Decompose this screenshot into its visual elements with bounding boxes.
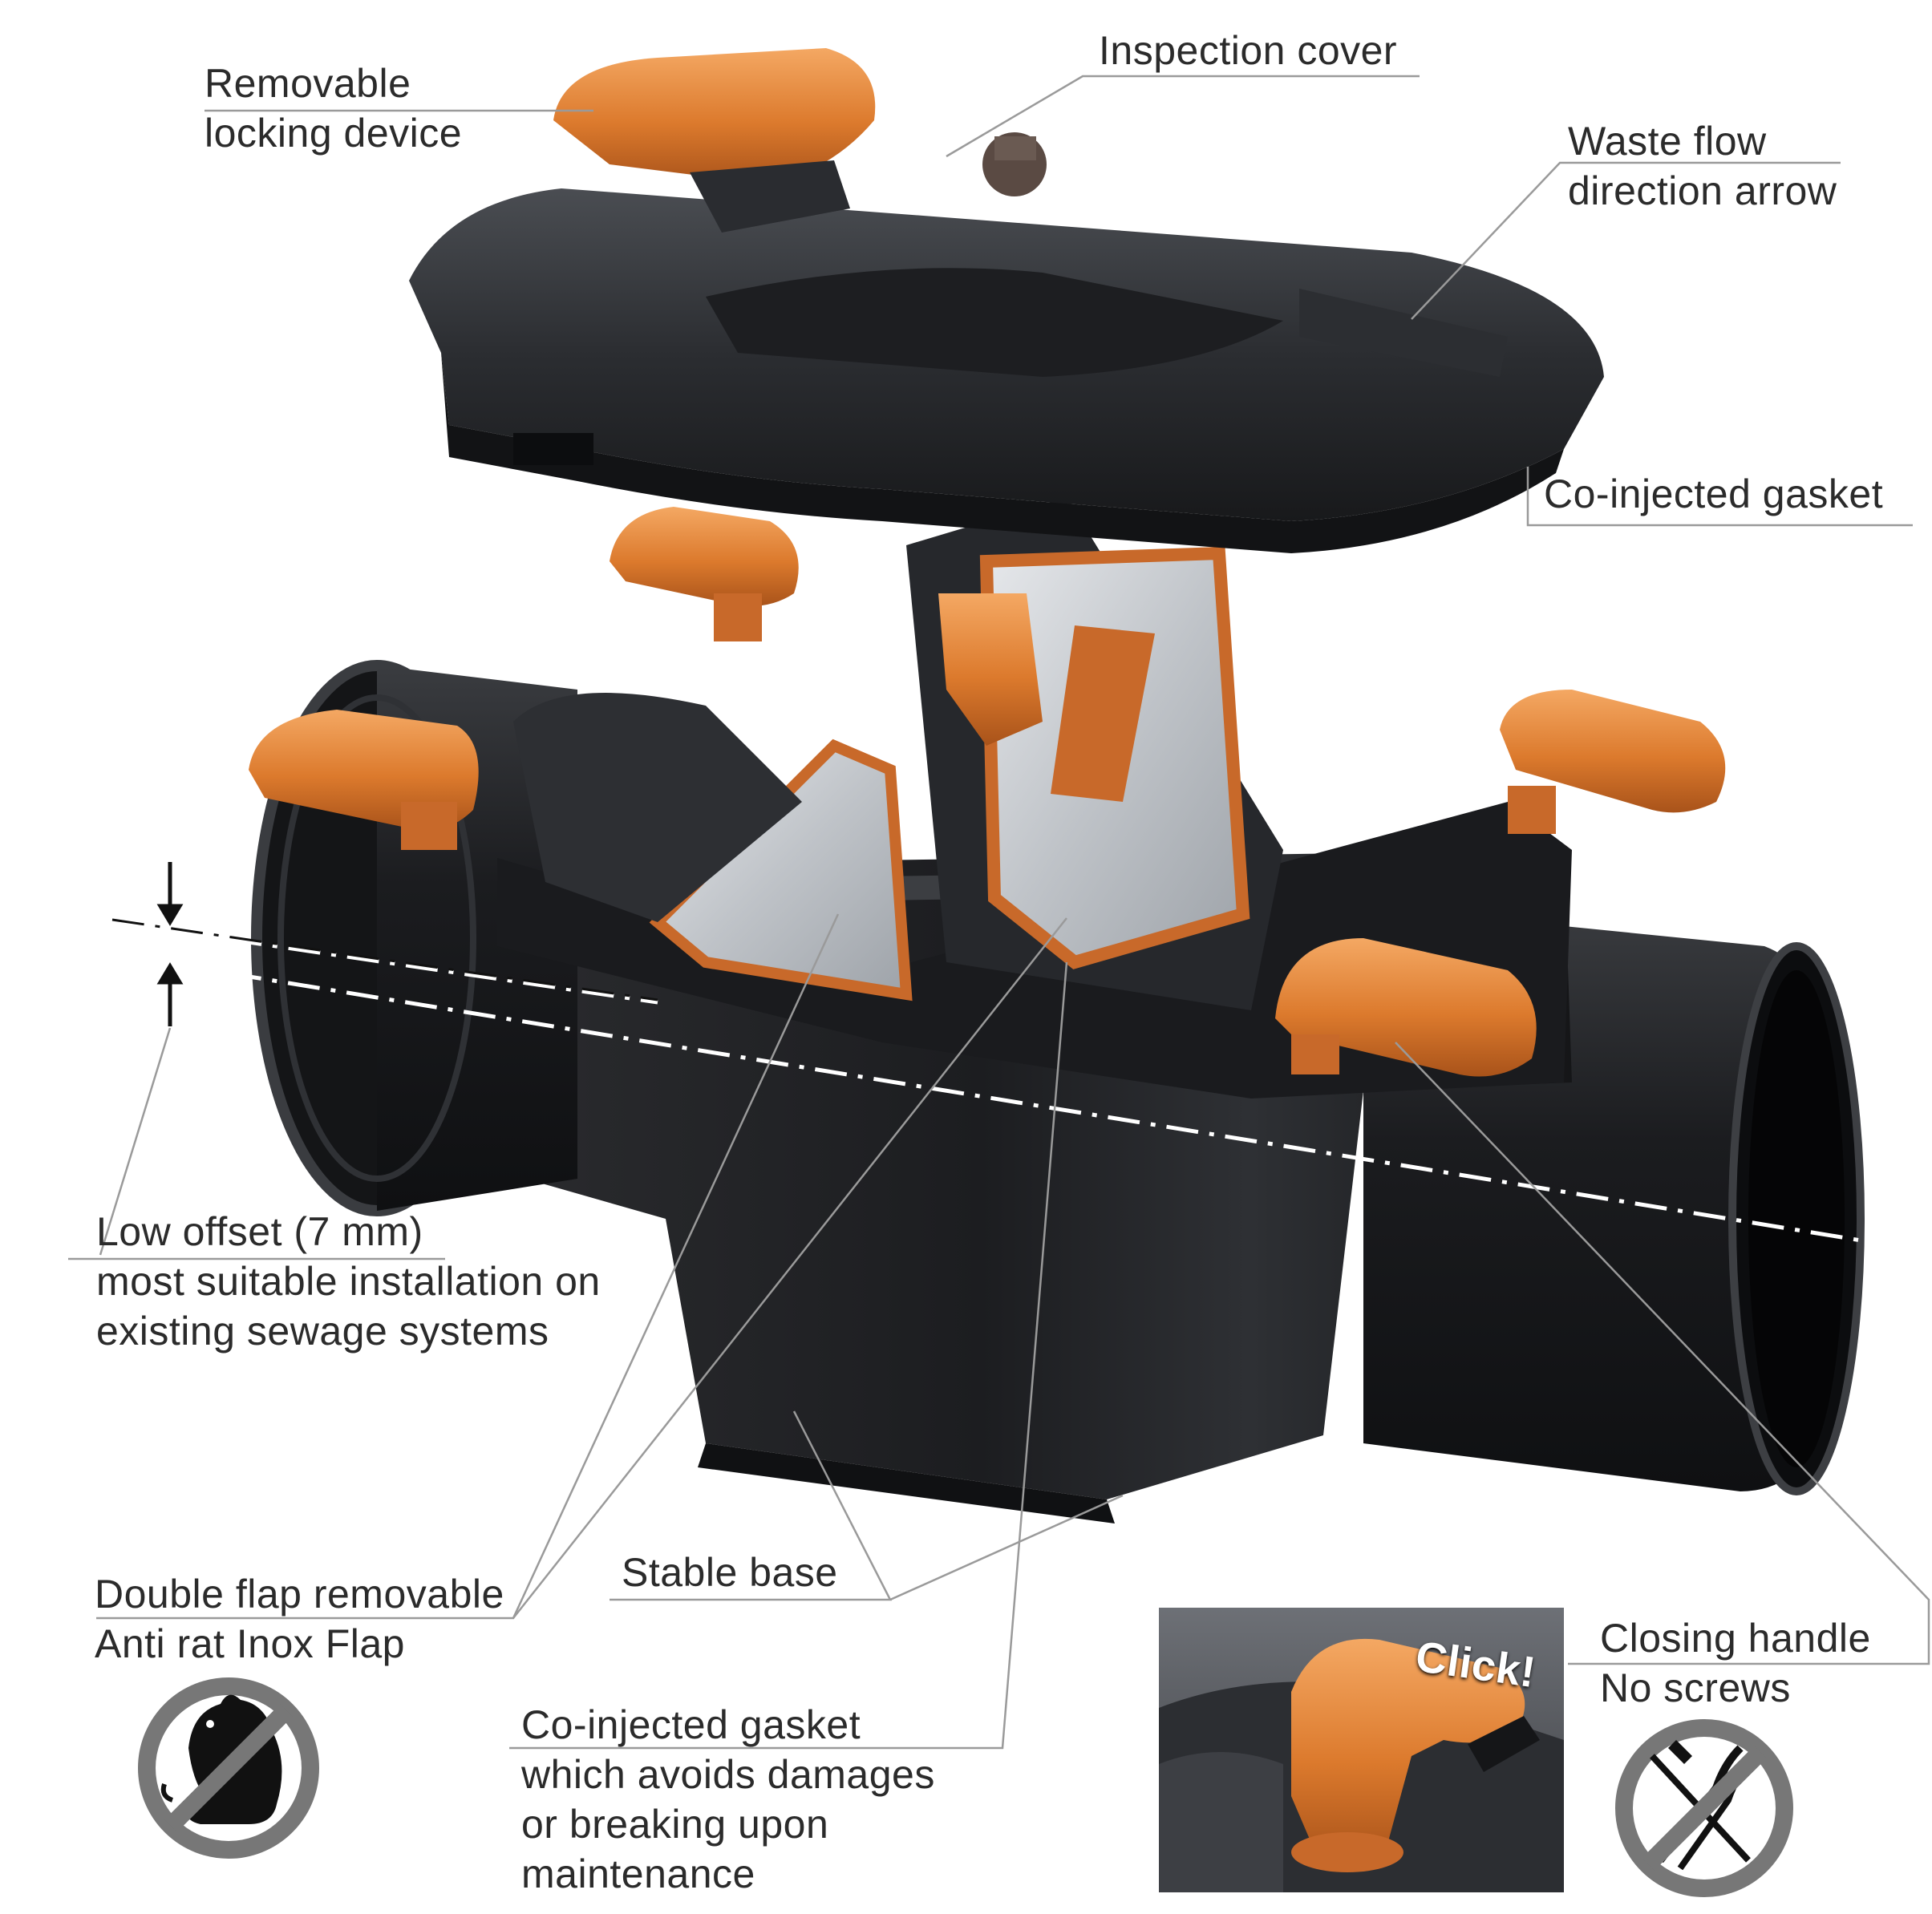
tools-icon — [1615, 1719, 1793, 1897]
label-line: Closing handle — [1600, 1616, 1871, 1661]
label-line: Co-injected gasket — [521, 1702, 861, 1747]
label-line: locking device — [205, 111, 463, 156]
label-waste-flow-direction-arrow: Waste flow direction arrow — [1568, 116, 1837, 216]
label-line: most suitable installation on — [96, 1259, 601, 1304]
label-line: Co-injected gasket — [1544, 471, 1884, 516]
label-stable-base: Stable base — [622, 1548, 838, 1597]
label-line: Low offset (7 mm) — [96, 1209, 423, 1254]
prohibition-sign-icon — [164, 1704, 293, 1832]
label-low-offset: Low offset (7 mm) most suitable installa… — [96, 1207, 601, 1356]
label-line: which avoids damages — [521, 1752, 935, 1797]
label-line: maintenance — [521, 1851, 755, 1896]
label-line: existing sewage systems — [96, 1309, 549, 1354]
offset-centerlines — [111, 920, 1926, 1253]
label-line: Inspection cover — [1099, 28, 1398, 73]
label-removable-locking-device: Removable locking device — [205, 59, 462, 158]
label-line: Stable base — [622, 1550, 838, 1595]
handle-right-front — [1275, 938, 1537, 1077]
inspection-cover — [409, 132, 1604, 553]
label-line: Removable — [205, 61, 411, 106]
label-line: Anti rat Inox Flap — [95, 1621, 405, 1666]
label-co-injected-gasket-bottom: Co-injected gasket which avoids damages … — [521, 1700, 935, 1899]
label-line: direction arrow — [1568, 168, 1837, 213]
handle-right-back — [1500, 690, 1726, 834]
handle-left-front — [249, 710, 479, 850]
label-double-flap: Double flap removable Anti rat Inox Flap — [95, 1569, 504, 1669]
removable-locking-device — [553, 48, 876, 233]
inset-photo — [1159, 1608, 1564, 1892]
label-inspection-cover: Inspection cover — [1099, 26, 1397, 75]
front-flap — [513, 693, 913, 1002]
handle-left-back — [610, 507, 799, 641]
label-closing-handle: Closing handle No screws — [1600, 1613, 1871, 1713]
label-line: Double flap removable — [95, 1572, 504, 1617]
leader-lines — [68, 75, 1930, 1750]
label-co-injected-gasket-top: Co-injected gasket — [1544, 469, 1883, 519]
offset-markers — [111, 862, 658, 1026]
label-line: Waste flow — [1568, 119, 1767, 164]
rear-flap — [938, 546, 1250, 969]
label-line: No screws — [1600, 1665, 1791, 1710]
label-line: or breaking upon — [521, 1802, 829, 1847]
